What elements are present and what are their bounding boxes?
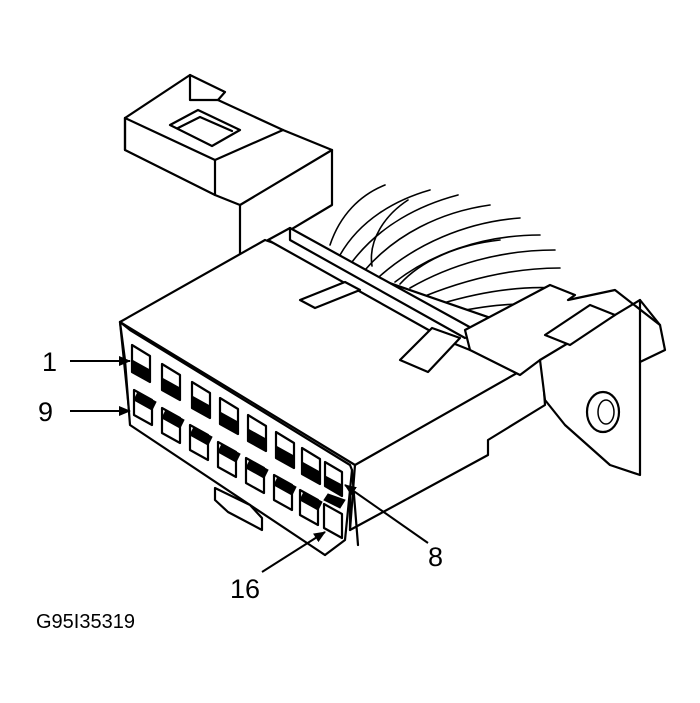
arrow-pin-16 bbox=[261, 531, 326, 573]
lower-mounting-bracket bbox=[463, 283, 667, 477]
bottom-tab bbox=[213, 486, 264, 532]
wire-bundle bbox=[329, 184, 561, 313]
arrow-pin-8 bbox=[344, 484, 429, 544]
lower-pin-row bbox=[132, 388, 346, 540]
callout-label-8: 8 bbox=[428, 542, 443, 572]
callout-arrows bbox=[70, 356, 429, 573]
latch-rails bbox=[266, 226, 477, 374]
callout-label-9: 9 bbox=[38, 397, 53, 427]
callout-label-16: 16 bbox=[230, 574, 260, 604]
figure-id: G95I35319 bbox=[36, 611, 135, 633]
upper-pin-row bbox=[130, 343, 344, 498]
upper-mounting-bracket bbox=[123, 73, 334, 262]
pin-cavities bbox=[130, 343, 346, 540]
callout-label-1: 1 bbox=[42, 347, 57, 377]
